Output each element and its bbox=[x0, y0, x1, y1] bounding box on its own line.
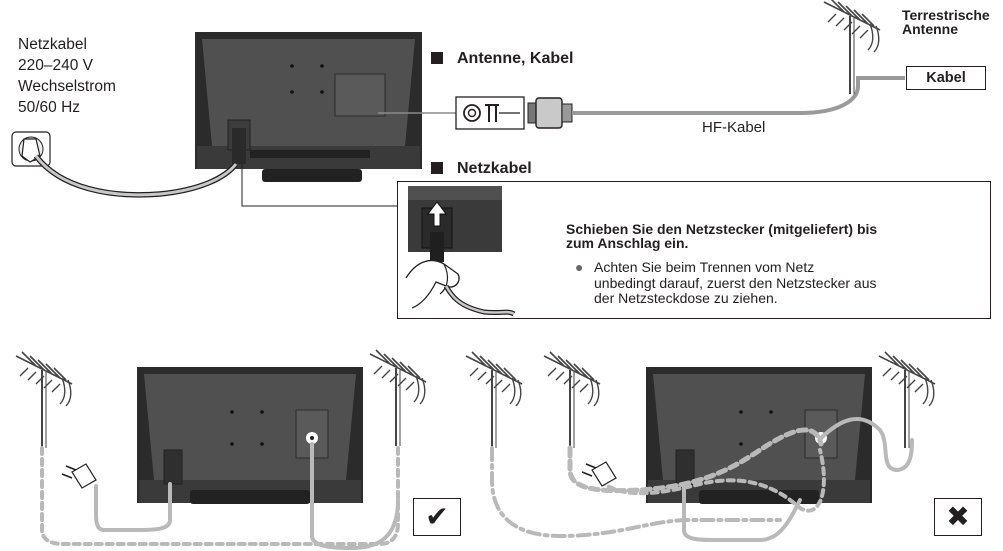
square-bullet-icon bbox=[431, 162, 443, 174]
instruction-heading: Schieben Sie den Netzstecker (mitgeliefe… bbox=[566, 222, 877, 250]
hf-cable-label: HF-Kabel bbox=[702, 119, 766, 136]
instruction-line-2: zum Anschlag ein. bbox=[566, 235, 689, 251]
rf-plug-icon bbox=[527, 97, 573, 129]
instruction-line-1: Schieben Sie den Netzstecker (mitgeliefe… bbox=[566, 221, 878, 237]
terrestrial-line-2: Antenne bbox=[902, 21, 958, 37]
bullet-line-1: Achten Sie beim Trennen vom Netz bbox=[594, 259, 815, 275]
rf-cable bbox=[572, 76, 905, 115]
wrong-cross-icon: ✖ bbox=[934, 498, 982, 536]
power-info-box bbox=[397, 181, 991, 319]
power-plug-correct-icon bbox=[61, 463, 97, 489]
rf-socket-icon bbox=[455, 96, 525, 130]
section-power-label: Netzkabel bbox=[457, 160, 532, 177]
mains-label: Netzkabel bbox=[18, 36, 87, 53]
terrestrial-antenna-label: Terrestrische Antenne bbox=[902, 8, 990, 36]
section-antenna-heading: Antenne, Kabel bbox=[431, 50, 573, 68]
mains-frequency: 50/60 Hz bbox=[18, 99, 81, 116]
terrestrial-line-1: Terrestrische bbox=[902, 7, 990, 23]
cable-label-box: Kabel bbox=[906, 66, 986, 90]
tv-rear-correct bbox=[137, 367, 363, 504]
square-bullet-icon bbox=[431, 52, 443, 64]
bullet-line-2: unbedingt darauf, zuerst den Netzstecker… bbox=[594, 274, 877, 291]
instruction-bullet: ● Achten Sie beim Trennen vom Netz unbed… bbox=[575, 259, 877, 307]
bullet-line-3: der Netzsteckdose zu ziehen. bbox=[594, 290, 778, 306]
power-plug-wrong-icon bbox=[581, 461, 617, 487]
section-power-heading: Netzkabel bbox=[431, 160, 532, 178]
mains-voltage: 220–240 V bbox=[18, 57, 93, 74]
mains-spec: Netzkabel 220–240 V Wechselstrom 50/60 H… bbox=[18, 34, 116, 118]
plug-insert-illustration bbox=[405, 186, 516, 317]
section-antenna-label: Antenne, Kabel bbox=[457, 50, 574, 67]
mains-current-type: Wechselstrom bbox=[18, 78, 116, 95]
tv-rear-top bbox=[195, 32, 422, 182]
correct-check-icon: ✔ bbox=[413, 498, 461, 536]
tv-rear-wrong bbox=[646, 367, 872, 504]
bullet-dot-icon: ● bbox=[575, 259, 584, 275]
